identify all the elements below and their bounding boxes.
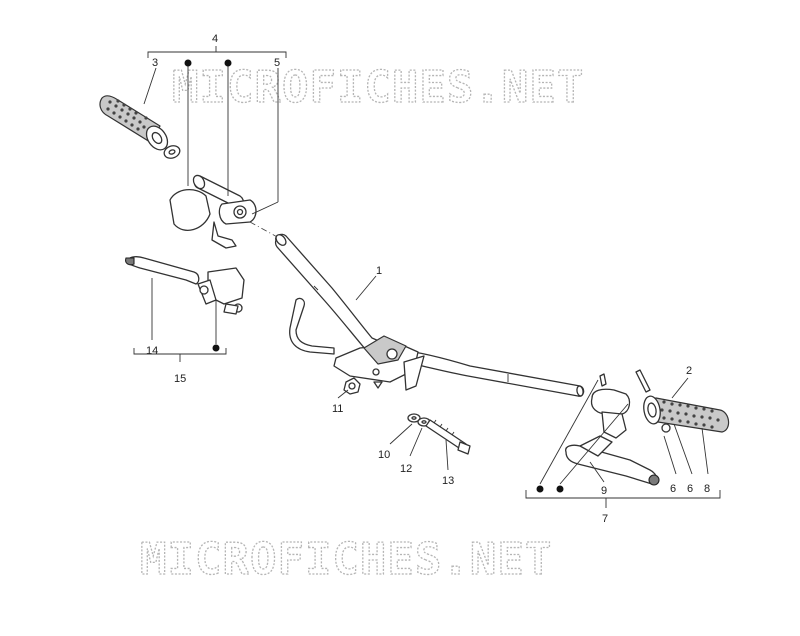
callout-6-first: 6: [670, 483, 676, 495]
leader-lines: [133, 46, 721, 508]
small-screw: [599, 369, 651, 393]
callout-1: 1: [376, 265, 382, 277]
callout-5: 5: [274, 57, 280, 69]
callout-10: 10: [378, 449, 390, 461]
bullet-markers: [184, 59, 564, 493]
handlebar: [274, 233, 585, 397]
callout-15: 15: [174, 373, 186, 385]
right-brake-lever: [565, 435, 660, 486]
callout-9: 9: [601, 485, 607, 497]
callout-4: 4: [212, 33, 218, 45]
right-grip: [643, 395, 730, 433]
callout-14: 14: [146, 345, 158, 357]
right-switch-housing: [590, 388, 671, 439]
callout-8: 8: [704, 483, 710, 495]
callout-11: 11: [332, 403, 343, 415]
assembly-axis-line: [249, 221, 291, 245]
callout-3: 3: [152, 57, 158, 69]
watermark-bottom: MICROFICHES.NET: [140, 534, 552, 585]
left-master-cylinder: [197, 267, 245, 315]
callout-7: 7: [602, 513, 608, 525]
callout-13: 13: [442, 475, 454, 487]
callout-12: 12: [400, 463, 412, 475]
bolt: [425, 419, 471, 455]
throttle-assembly: [169, 174, 257, 249]
watermark-top: MICROFICHES.NET: [172, 62, 584, 113]
left-grip: [99, 95, 169, 151]
callout-6-second: 6: [687, 483, 693, 495]
washer: [163, 145, 181, 159]
left-brake-lever: [125, 256, 200, 285]
callout-2: 2: [686, 365, 692, 377]
